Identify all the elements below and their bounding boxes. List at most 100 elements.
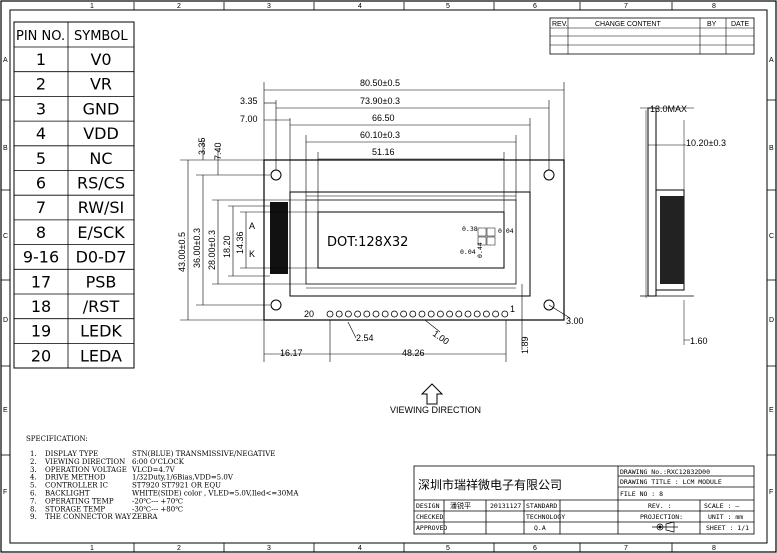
pin-hole (427, 310, 435, 318)
spec-index: 4. (30, 474, 37, 482)
pin-hole (492, 310, 500, 318)
spec-index: 1. (30, 450, 37, 458)
spec-label: VIEWING DIRECTION (44, 458, 125, 466)
col-label-3: 3 (267, 3, 271, 10)
inner-frame (9, 9, 768, 544)
spec-index: 7. (30, 497, 37, 505)
row-label-e-right: E (769, 407, 774, 414)
pin-number: 18 (31, 297, 51, 316)
pin-no-header: PIN NO. (16, 29, 65, 44)
dot-gap-x-label: 0.04 (460, 248, 476, 256)
pin-symbol: NC (89, 149, 112, 168)
col-label-bottom-1: 1 (90, 545, 94, 552)
design-date: 20131127 (490, 502, 521, 510)
row-label-c-right: C (769, 233, 774, 240)
spec-label: BACKLIGHT (45, 490, 90, 498)
pin-hole (418, 310, 426, 318)
col-label-4: 4 (358, 3, 362, 10)
spec-value: 6:00 O'CLOCK (132, 458, 185, 466)
spec-list: 1. DISPLAY TYPE STN(BLUE) TRANSMISSIVE/NEG… (30, 450, 299, 521)
row-label-c: C (3, 233, 8, 240)
mount-hole-br (543, 299, 555, 311)
checked-label: CHECKED (416, 513, 443, 521)
pin-symbol: VR (90, 75, 112, 94)
row-label-d: D (3, 317, 8, 324)
dim-height-1820: 18.20 (222, 235, 232, 258)
pin-number: 17 (31, 272, 51, 291)
dim-hole-dia: 3.00 (566, 316, 584, 326)
spec-value: ZEBRA (132, 513, 158, 521)
spec-value: WHITE(SIDE) color , VLED=5.0V,Iled<=30MA (132, 490, 299, 498)
dim-bottom-189: 1.89 (520, 336, 530, 354)
row-label-e: E (3, 407, 8, 414)
dim-left-700: 7.00 (240, 114, 258, 124)
mount-hole-tl (270, 169, 282, 181)
dim-pin-span: 48.26 (402, 348, 425, 358)
mount-hole-tr (543, 169, 555, 181)
pin-number: 20 (31, 346, 51, 365)
col-label-5: 5 (446, 3, 450, 10)
pin-hole (344, 310, 352, 318)
spec-index: 6. (30, 490, 37, 498)
col-label-bottom-7: 7 (624, 545, 628, 552)
pin-symbol: RW/SI (78, 198, 125, 217)
row-label-a-right: A (769, 57, 774, 64)
pin-hole (381, 310, 389, 318)
rev-field: REV. : (648, 502, 671, 510)
pin-number: 4 (36, 124, 46, 143)
pin-number: 1 (36, 50, 46, 69)
dim-side-max: 13.0MAX (650, 104, 687, 114)
spec-label: DRIVE METHOD (45, 474, 106, 482)
spec-index: 3. (30, 466, 37, 474)
standard-label: STANDARD (526, 502, 557, 510)
projection-field: PROJECTION: (640, 513, 683, 521)
dim-width-holes: 73.90±0.3 (360, 96, 400, 106)
pin-hole (464, 310, 472, 318)
pin-symbol: RS/CS (77, 174, 125, 193)
spec-value: ST7920 ST7921 OR EQU (132, 482, 221, 490)
dot-detail (477, 227, 496, 246)
spec-value: STN(BLUE) TRANSMISSIVE/NEGATIVE (132, 450, 275, 458)
pin-number: 3 (36, 99, 46, 118)
pin-number: 9-16 (23, 248, 59, 267)
scale-field: SCALE : — (704, 502, 739, 510)
viewing-area (317, 211, 505, 269)
backlight-cathode-label: K (249, 249, 255, 259)
sheet-field: SHEET : 1/1 (706, 524, 749, 532)
dim-pin-offset: 16.17 (280, 348, 303, 358)
col-label-8: 8 (712, 3, 716, 10)
spec-index: 9. (30, 513, 37, 521)
pin-hole (372, 310, 380, 318)
pin-symbol: LEDK (80, 322, 122, 341)
pin-number: 2 (36, 75, 46, 94)
projection-symbol-icon (652, 521, 678, 533)
spec-index: 5. (30, 482, 37, 490)
spec-value: -20℃--- +70℃ (132, 497, 183, 505)
col-label-7: 7 (624, 3, 628, 10)
spec-index: 8. (30, 505, 37, 513)
pin-hole (409, 310, 417, 318)
col-label-bottom-2: 2 (177, 545, 181, 552)
vertical-dimension-lines (180, 140, 523, 350)
dim-pin-dia: 1.00 (431, 328, 451, 346)
symbol-header: SYMBOL (74, 29, 128, 44)
pin-hole (335, 310, 343, 318)
unit-field: UNIT : mm (708, 513, 743, 521)
spec-label: OPERATION VOLTAGE (45, 466, 127, 474)
backlight-anode-label: A (249, 221, 255, 231)
pin-hole (354, 310, 362, 318)
pin-hole (473, 310, 481, 318)
spec-value: -30℃--- +80℃ (132, 505, 183, 513)
spec-index: 2. (30, 458, 37, 466)
pin-symbol: E/SCK (77, 223, 125, 242)
dim-height-total: 43.00±0.5 (177, 232, 187, 272)
row-label-b: B (3, 145, 8, 152)
spec-label: OPERATING TEMP (45, 497, 114, 505)
spec-label: DISPLAY TYPE (45, 450, 98, 458)
design-label: DESIGN (416, 502, 440, 510)
revision-table: REV. CHANGE CONTENT BY DATE (549, 17, 755, 55)
pin-number: 5 (36, 149, 46, 168)
